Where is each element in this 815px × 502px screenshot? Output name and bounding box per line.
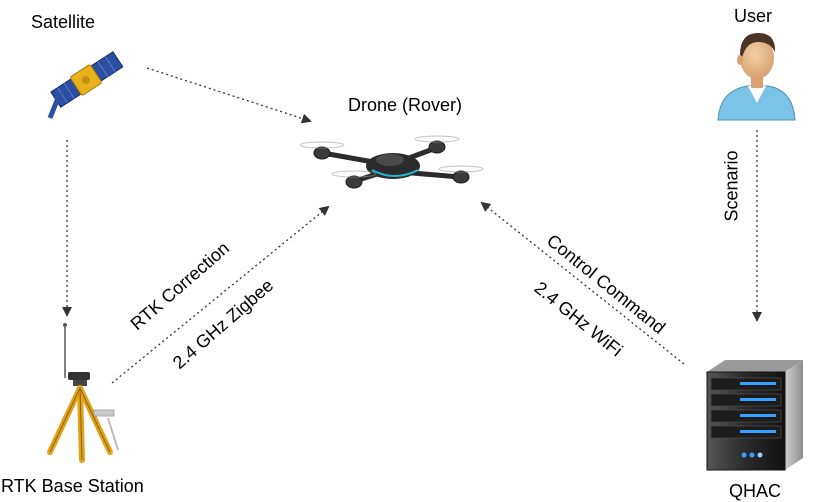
tripod-antenna-icon	[47, 323, 119, 463]
arrow-satellite-to-drone	[146, 67, 312, 124]
server-label: QHAC	[729, 481, 782, 501]
scenario-label: Scenario	[721, 150, 742, 222]
arrow-base-to-drone	[111, 205, 330, 384]
drone-label: Drone (Rover)	[348, 95, 463, 115]
base-station-label: RTK Base Station	[1, 476, 144, 496]
arrow-server-to-drone	[480, 201, 685, 365]
user-avatar-icon	[717, 33, 796, 121]
user-label: User	[734, 6, 773, 26]
server-icon	[706, 360, 803, 471]
satellite-icon	[47, 51, 124, 119]
satellite-label: Satellite	[31, 12, 96, 32]
drone-icon	[299, 135, 484, 189]
